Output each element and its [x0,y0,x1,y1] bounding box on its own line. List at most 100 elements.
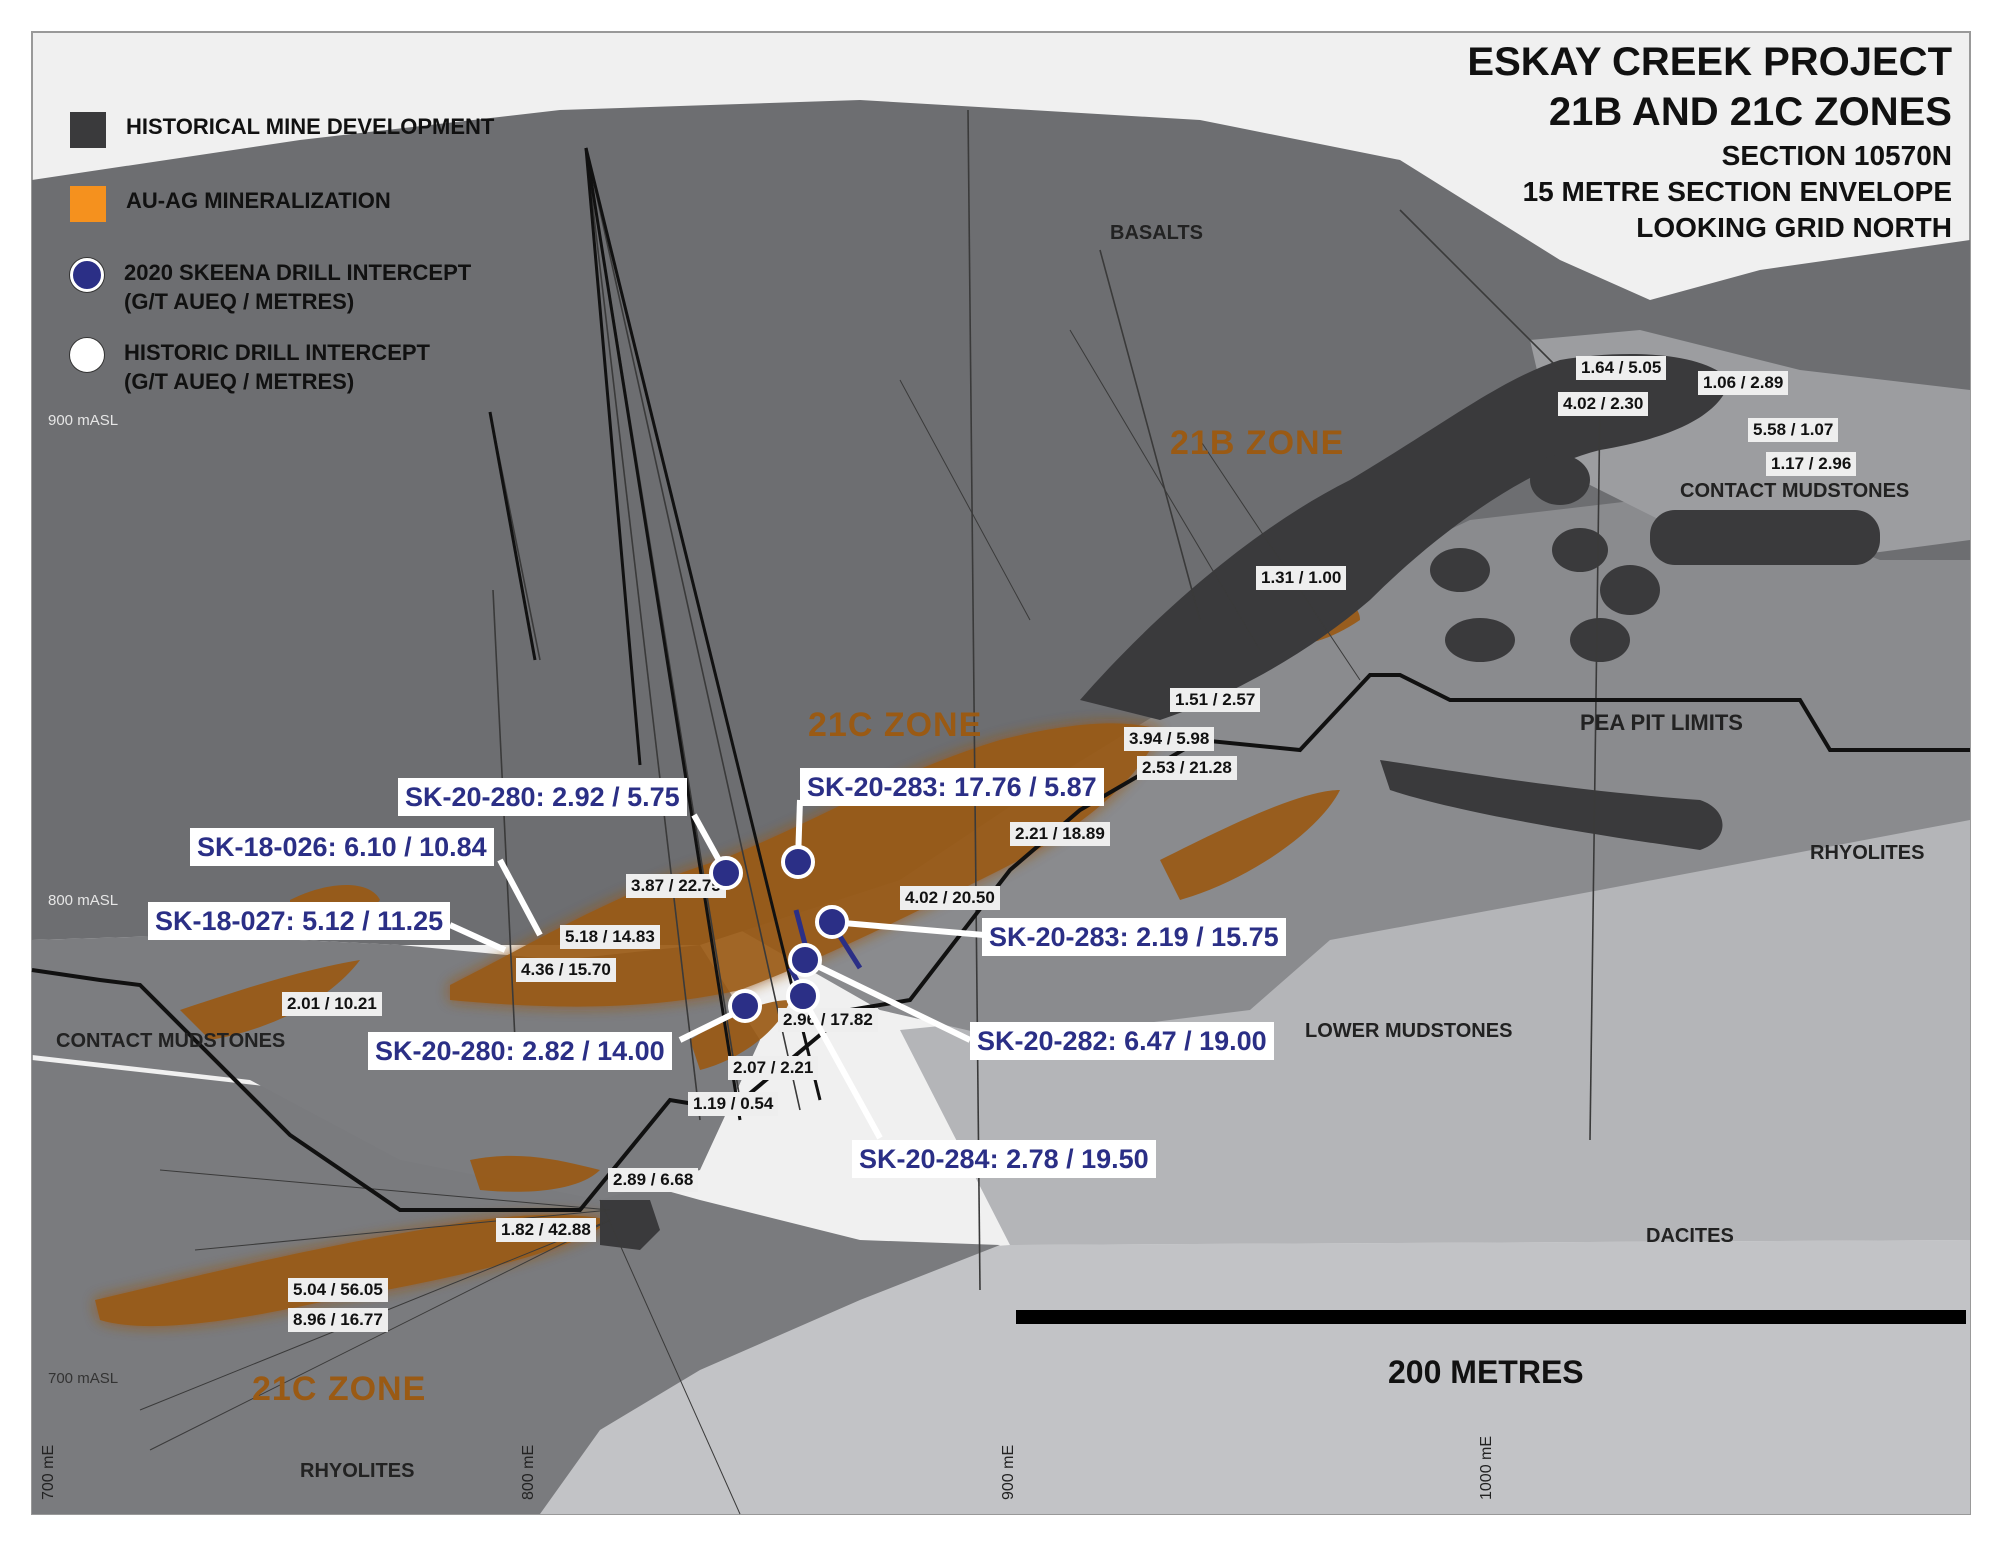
zone-21b: 21B ZONE [1170,424,1345,462]
skeena-intercept-label: SK-18-026: 6.10 / 10.84 [190,828,494,866]
easting-label: 900 mE [1000,1444,1017,1500]
label-basalts: BASALTS [1110,222,1203,244]
skeena-intercept-label: SK-20-280: 2.82 / 14.00 [368,1032,672,1070]
historic-intercept-label: 5.18 / 14.83 [560,925,660,949]
historic-intercept-label: 1.51 / 2.57 [1170,688,1261,712]
elevation-label: 700 mASL [48,1370,119,1387]
historic-intercept-label: 3.87 / 22.75 [626,874,726,898]
historic-intercept-label: 1.06 / 2.89 [1698,371,1789,395]
rhyolite-unit-east [900,815,1970,1245]
mine-swatch-icon [70,112,106,148]
title-line-2: 21B AND 21C ZONES [1548,90,1952,134]
historic-intercept-label: 1.17 / 2.96 [1766,452,1857,476]
legend-label: HISTORICAL MINE DEVELOPMENT [126,114,495,139]
skeena-leader [497,858,543,937]
easting-label: 800 mE [520,1444,537,1500]
zone-21c-lower: 21C ZONE [252,1370,427,1408]
skeena-dot-icon [781,845,815,879]
skeena-intercept-label: SK-20-282: 6.47 / 19.00 [970,1022,1274,1060]
label-rhyolites-east: RHYOLITES [1810,842,1925,864]
label-rhyolites-west: RHYOLITES [300,1460,415,1482]
historic-intercept-label: 5.58 / 1.07 [1748,418,1839,442]
legend-mine-development: HISTORICAL MINE DEVELOPMENT [70,112,494,148]
label-pea-pit-limits: PEA PIT LIMITS [1580,710,1743,735]
skeena-leader [448,922,507,953]
pea-pit-limits [31,673,1970,1212]
scale-bar [1016,1310,1966,1324]
historic-intercept-label: 2.21 / 18.89 [1010,822,1110,846]
mine-pod-3 [1552,528,1608,572]
mineral-21c-lower-core [95,1214,610,1327]
mineral-swatch-icon [70,186,106,222]
mineral-21c-upper-right [1160,790,1340,900]
historic-intercept-label: 2.89 / 6.68 [608,1168,699,1192]
title-line-4: 15 METRE SECTION ENVELOPE [1522,176,1952,207]
skeena-intercept-label: SK-20-284: 2.78 / 19.50 [852,1140,1156,1178]
zone-21c-upper: 21C ZONE [808,706,983,744]
mine-pod-6 [1570,618,1630,662]
skeena-leader [803,957,972,1043]
heavy-drill-traces [488,147,822,1121]
skeena-intercept-label: SK-20-283: 2.19 / 15.75 [982,918,1286,956]
mineral-21c-mid [470,1155,600,1192]
label-contact-mudstones-west: CONTACT MUDSTONES [56,1030,286,1052]
mine-development [600,354,1880,1250]
skeena-intercept-label: SK-20-283: 17.76 / 5.87 [800,768,1104,806]
skeena-dot-icon [786,979,820,1013]
historic-intercept-label: 4.36 / 15.70 [516,958,616,982]
easting-label: 1000 mE [1478,1435,1495,1500]
historic-intercept-label: 3.94 / 5.98 [1124,727,1215,751]
elevation-label: 900 mASL [48,412,119,429]
label-lower-mudstones: LOWER MUDSTONES [1305,1020,1513,1042]
skeena-trace [793,909,809,949]
skeena-intercept-label: SK-20-280: 2.92 / 5.75 [398,778,687,816]
mineral-21c-west [180,960,360,1040]
mine-21b-main [1080,354,1730,720]
historic-intercept-label: 1.19 / 0.54 [688,1092,779,1116]
skeena-dot-icon [728,989,762,1023]
historic-intercept-label: 1.31 / 1.00 [1256,566,1347,590]
historic-intercept-label: 2.53 / 21.28 [1137,756,1237,780]
label-dacites: DACITES [1646,1225,1734,1247]
mine-21c-portal [600,1200,660,1250]
skeena-leader [831,919,985,938]
legend-skeena-intercept: 2020 SKEENA DRILL INTERCEPT (G/T AUEQ / … [70,258,471,316]
historic-intercept-label: 1.82 / 42.88 [496,1218,596,1242]
historic-intercept-label: 2.07 / 2.21 [728,1056,819,1080]
mine-pod-5 [1445,618,1515,662]
historic-dot-icon [70,338,104,372]
historic-intercept-label: 4.02 / 20.50 [900,886,1000,910]
easting-label: 700 mE [40,1444,57,1500]
skeena-dot-icon [788,943,822,977]
legend-label: AU-AG MINERALIZATION [126,188,391,213]
skeena-dot-icon [709,856,743,890]
historic-intercept-label: 5.04 / 56.05 [288,1278,388,1302]
mine-pod-1 [1530,455,1590,505]
legend-mineralization: AU-AG MINERALIZATION [70,186,391,222]
rhyolite-unit-west [32,1060,1000,1514]
skeena-dot-icon [70,258,104,292]
historic-intercept-label: 8.96 / 16.77 [288,1308,388,1332]
historic-intercept-label: 2.01 / 10.21 [282,992,382,1016]
legend-historic-intercept: HISTORIC DRILL INTERCEPT (G/T AUEQ / MET… [70,338,430,396]
mine-stope-pea [1380,760,1723,850]
skeena-leader [800,996,883,1140]
legend-label: 2020 SKEENA DRILL INTERCEPT (G/T AUEQ / … [124,260,472,314]
label-contact-mudstones-east: CONTACT MUDSTONES [1680,480,1910,502]
historic-intercept-label: 1.64 / 5.05 [1576,356,1667,380]
basalt-unit [32,100,1970,945]
historic-intercept-label: 2.96 / 17.82 [778,1008,878,1032]
mine-stope-right [1650,510,1880,565]
title-line-5: LOOKING GRID NORTH [1636,212,1952,243]
mine-pod-4 [1600,565,1660,615]
mine-pod-2 [1430,548,1490,592]
skeena-dot-icon [815,905,849,939]
skeena-intercept-label: SK-18-027: 5.12 / 11.25 [148,902,451,940]
mineral-21c-inner [690,1000,790,1070]
historic-intercept-label: 4.02 / 2.30 [1558,392,1649,416]
legend-label: HISTORIC DRILL INTERCEPT (G/T AUEQ / MET… [124,340,430,394]
elevation-label: 800 mASL [48,892,119,909]
